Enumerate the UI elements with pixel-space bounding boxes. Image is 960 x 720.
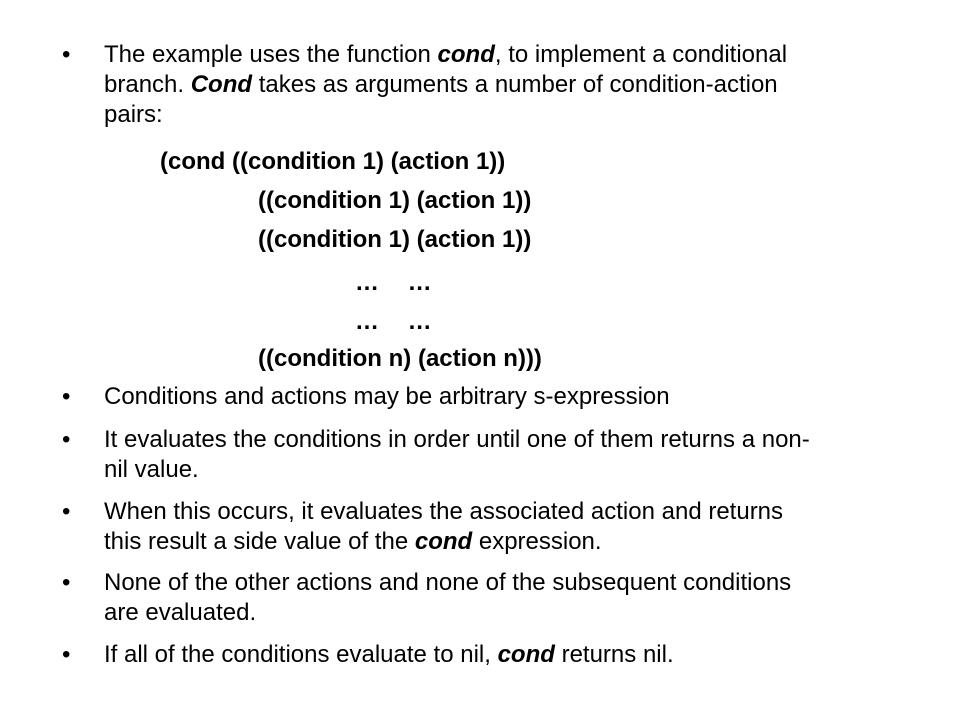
bullet-4-line-2: this result a side value of the cond exp… (104, 528, 602, 555)
bullet-1-line-1: The example uses the function cond, to i… (104, 41, 788, 68)
bullet-1-line-2: branch. Cond takes as arguments a number… (104, 71, 778, 98)
bullet-3-line-1: It evaluates the conditions in order unt… (104, 426, 810, 453)
code-ellipsis-1: … … (355, 269, 432, 296)
code-ellipsis-2: … … (355, 308, 432, 335)
bullet-marker: • (62, 569, 71, 596)
bullet-5-line-2: are evaluated. (104, 599, 257, 626)
code-line-3: ((condition 1) (action 1)) (258, 226, 532, 253)
bullet-marker: • (62, 426, 71, 453)
bullet-2-line-1: Conditions and actions may be arbitrary … (104, 383, 670, 410)
bullet-1-line-3: pairs: (104, 101, 163, 128)
code-line-1: (cond ((condition 1) (action 1)) (160, 148, 506, 175)
bullet-marker: • (62, 383, 71, 410)
keyword-cond: cond (414, 528, 473, 555)
keyword-cond: Cond (190, 71, 253, 98)
code-line-2: ((condition 1) (action 1)) (258, 187, 532, 214)
bullet-4-line-1: When this occurs, it evaluates the assoc… (104, 498, 784, 525)
bullet-6-line-1: If all of the conditions evaluate to nil… (104, 641, 674, 668)
bullet-marker: • (62, 498, 71, 525)
code-line-last: ((condition n) (action n))) (258, 345, 542, 372)
bullet-5-line-1: None of the other actions and none of th… (104, 569, 792, 596)
bullet-3-line-2: nil value. (104, 456, 199, 483)
bullet-marker: • (62, 641, 71, 668)
keyword-cond: cond (437, 41, 495, 68)
keyword-cond: cond (497, 641, 555, 668)
bullet-marker: • (62, 41, 71, 68)
